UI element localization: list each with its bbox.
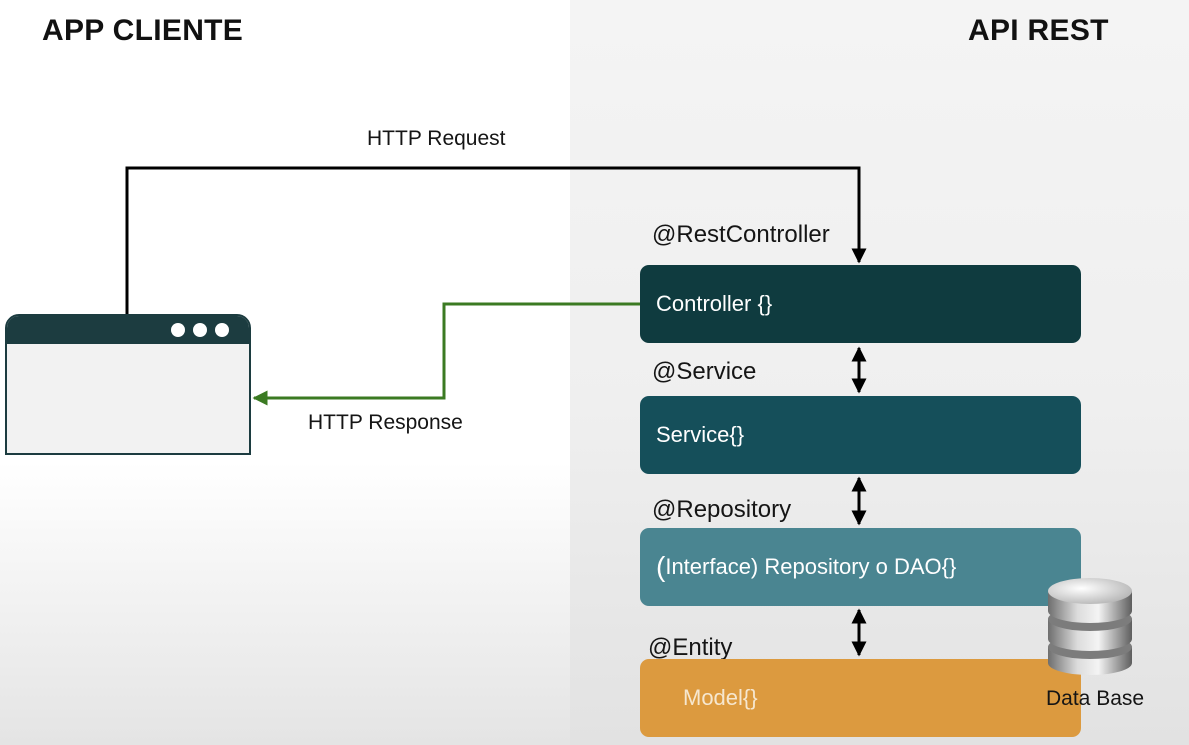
- service-label: Service{}: [656, 422, 745, 447]
- repository-box[interactable]: (Interface) Repository o DAO{}: [640, 528, 1081, 606]
- controller-box[interactable]: Controller {}: [640, 265, 1081, 343]
- api-heading: API REST: [968, 14, 1109, 47]
- http-response-line: [252, 302, 640, 406]
- database-icon: [1048, 578, 1132, 675]
- annotation-service: @Service: [652, 358, 757, 385]
- annotation-repository: @Repository: [652, 496, 792, 523]
- database-label: Data Base: [1046, 687, 1145, 710]
- model-label: Model{}: [683, 685, 758, 710]
- http-request-line: [125, 166, 867, 316]
- http-response-label: HTTP Response: [308, 411, 463, 434]
- repository-paren: (: [656, 551, 666, 582]
- window-controls-icon: [171, 323, 229, 337]
- browser-window-icon: [5, 314, 251, 455]
- browser-title-bar: [7, 316, 249, 344]
- model-box[interactable]: Model{}: [640, 659, 1081, 737]
- service-box[interactable]: Service{}: [640, 396, 1081, 474]
- annotation-entity: @Entity: [648, 634, 733, 661]
- repository-label: Interface) Repository o DAO{}: [665, 554, 957, 579]
- annotation-rest-controller: @RestController: [652, 221, 830, 248]
- http-request-label: HTTP Request: [367, 127, 506, 150]
- client-heading: APP CLIENTE: [42, 14, 244, 47]
- controller-label: Controller {}: [656, 291, 773, 316]
